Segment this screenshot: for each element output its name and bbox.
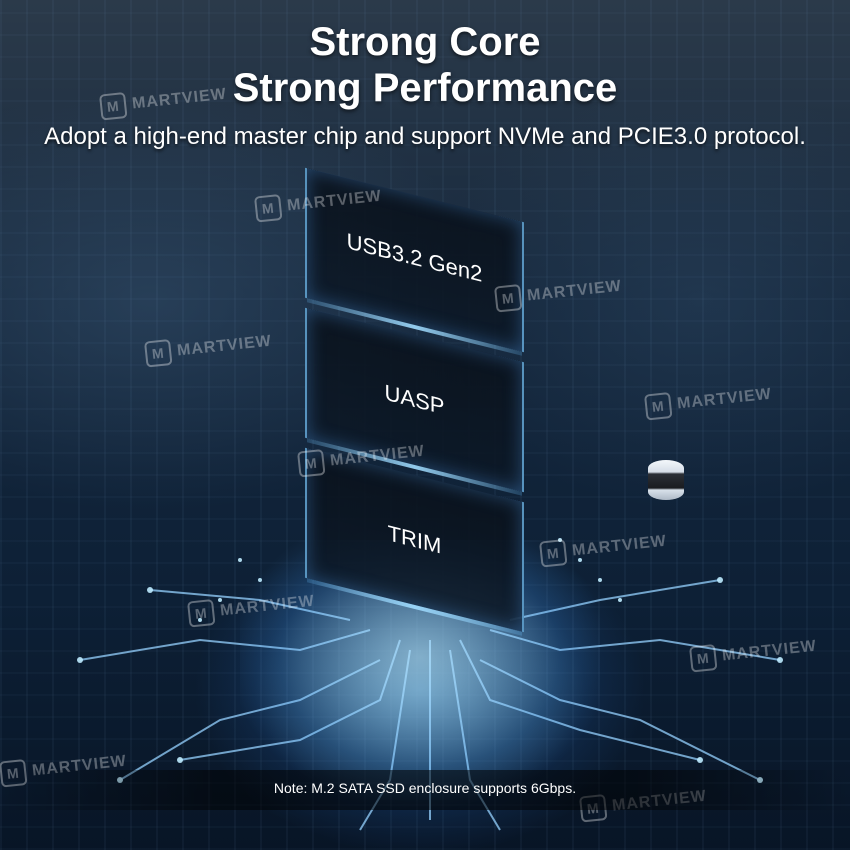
watermark-logo-icon: M [186, 598, 216, 628]
capacitor-component [648, 460, 684, 500]
footnote: Note: M.2 SATA SSD enclosure supports 6G… [273, 780, 577, 796]
watermark-logo-icon: M [643, 391, 673, 421]
layer-uasp-label: UASP [384, 379, 445, 420]
subtitle: Adopt a high-end master chip and support… [44, 123, 806, 150]
watermark-logo-icon: M [253, 193, 283, 223]
watermark-logo-icon: M [493, 283, 523, 313]
feature-layer-stack: USB3.2 Gen2 UASP TRIM [305, 167, 524, 633]
watermark-logo-icon: M [98, 91, 128, 121]
watermark-logo-icon: M [538, 538, 568, 568]
heading-line-1: Strong Core [309, 20, 541, 64]
heading-line-2: Strong Performance [232, 66, 618, 110]
note-backdrop [0, 770, 850, 810]
watermark-logo-icon: M [143, 338, 173, 368]
layer-trim-label: TRIM [387, 520, 442, 559]
watermark-logo-icon: M [296, 448, 326, 478]
watermark-logo-icon: M [688, 643, 718, 673]
layer-usb-label: USB3.2 Gen2 [346, 228, 483, 287]
